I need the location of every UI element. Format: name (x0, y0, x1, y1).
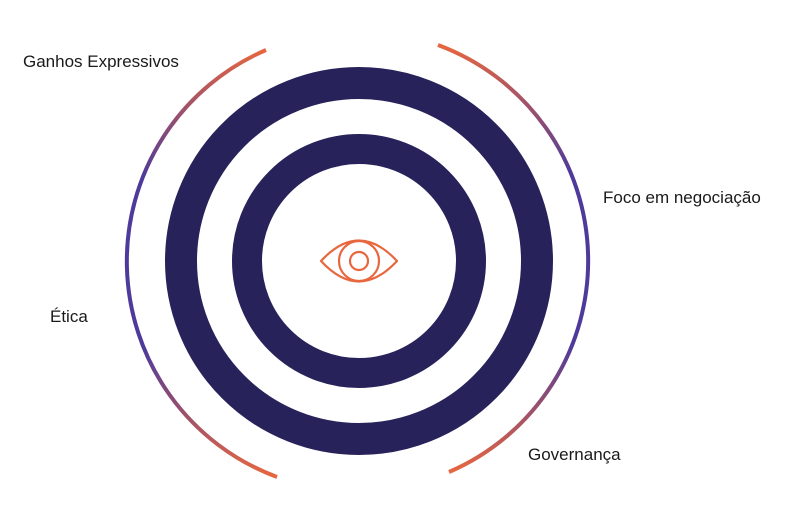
outer-arc-left (124, 48, 278, 479)
inner-ring (232, 134, 486, 388)
label-foco-em-negociacao: Foco em negociação (603, 188, 761, 207)
label-governanca: Governança (528, 445, 621, 464)
outer-ring (165, 67, 553, 455)
label-etica: Ética (50, 307, 88, 326)
label-ganhos-expressivos: Ganhos Expressivos (23, 52, 179, 71)
outer-arc-right (437, 43, 591, 474)
eye-icon (319, 239, 399, 283)
